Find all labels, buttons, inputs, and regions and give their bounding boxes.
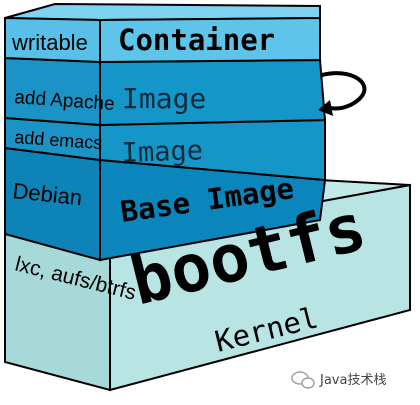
emacs-front-label: Image xyxy=(121,135,203,169)
watermark: Java技术栈 xyxy=(291,371,386,389)
apache-image-layer: add Apache Image xyxy=(4,56,327,127)
container-front-face xyxy=(99,16,321,64)
apache-front-label: Image xyxy=(122,82,206,115)
container-side-label: writable xyxy=(11,30,88,55)
container-front-label: Container xyxy=(118,23,275,57)
watermark-text: Java技术栈 xyxy=(319,373,386,388)
container-layer: writable Container xyxy=(4,2,321,64)
base-image-layer: Debian Base Image xyxy=(4,146,327,262)
wechat-icon xyxy=(291,371,315,389)
curved-arrow-icon xyxy=(318,71,367,116)
